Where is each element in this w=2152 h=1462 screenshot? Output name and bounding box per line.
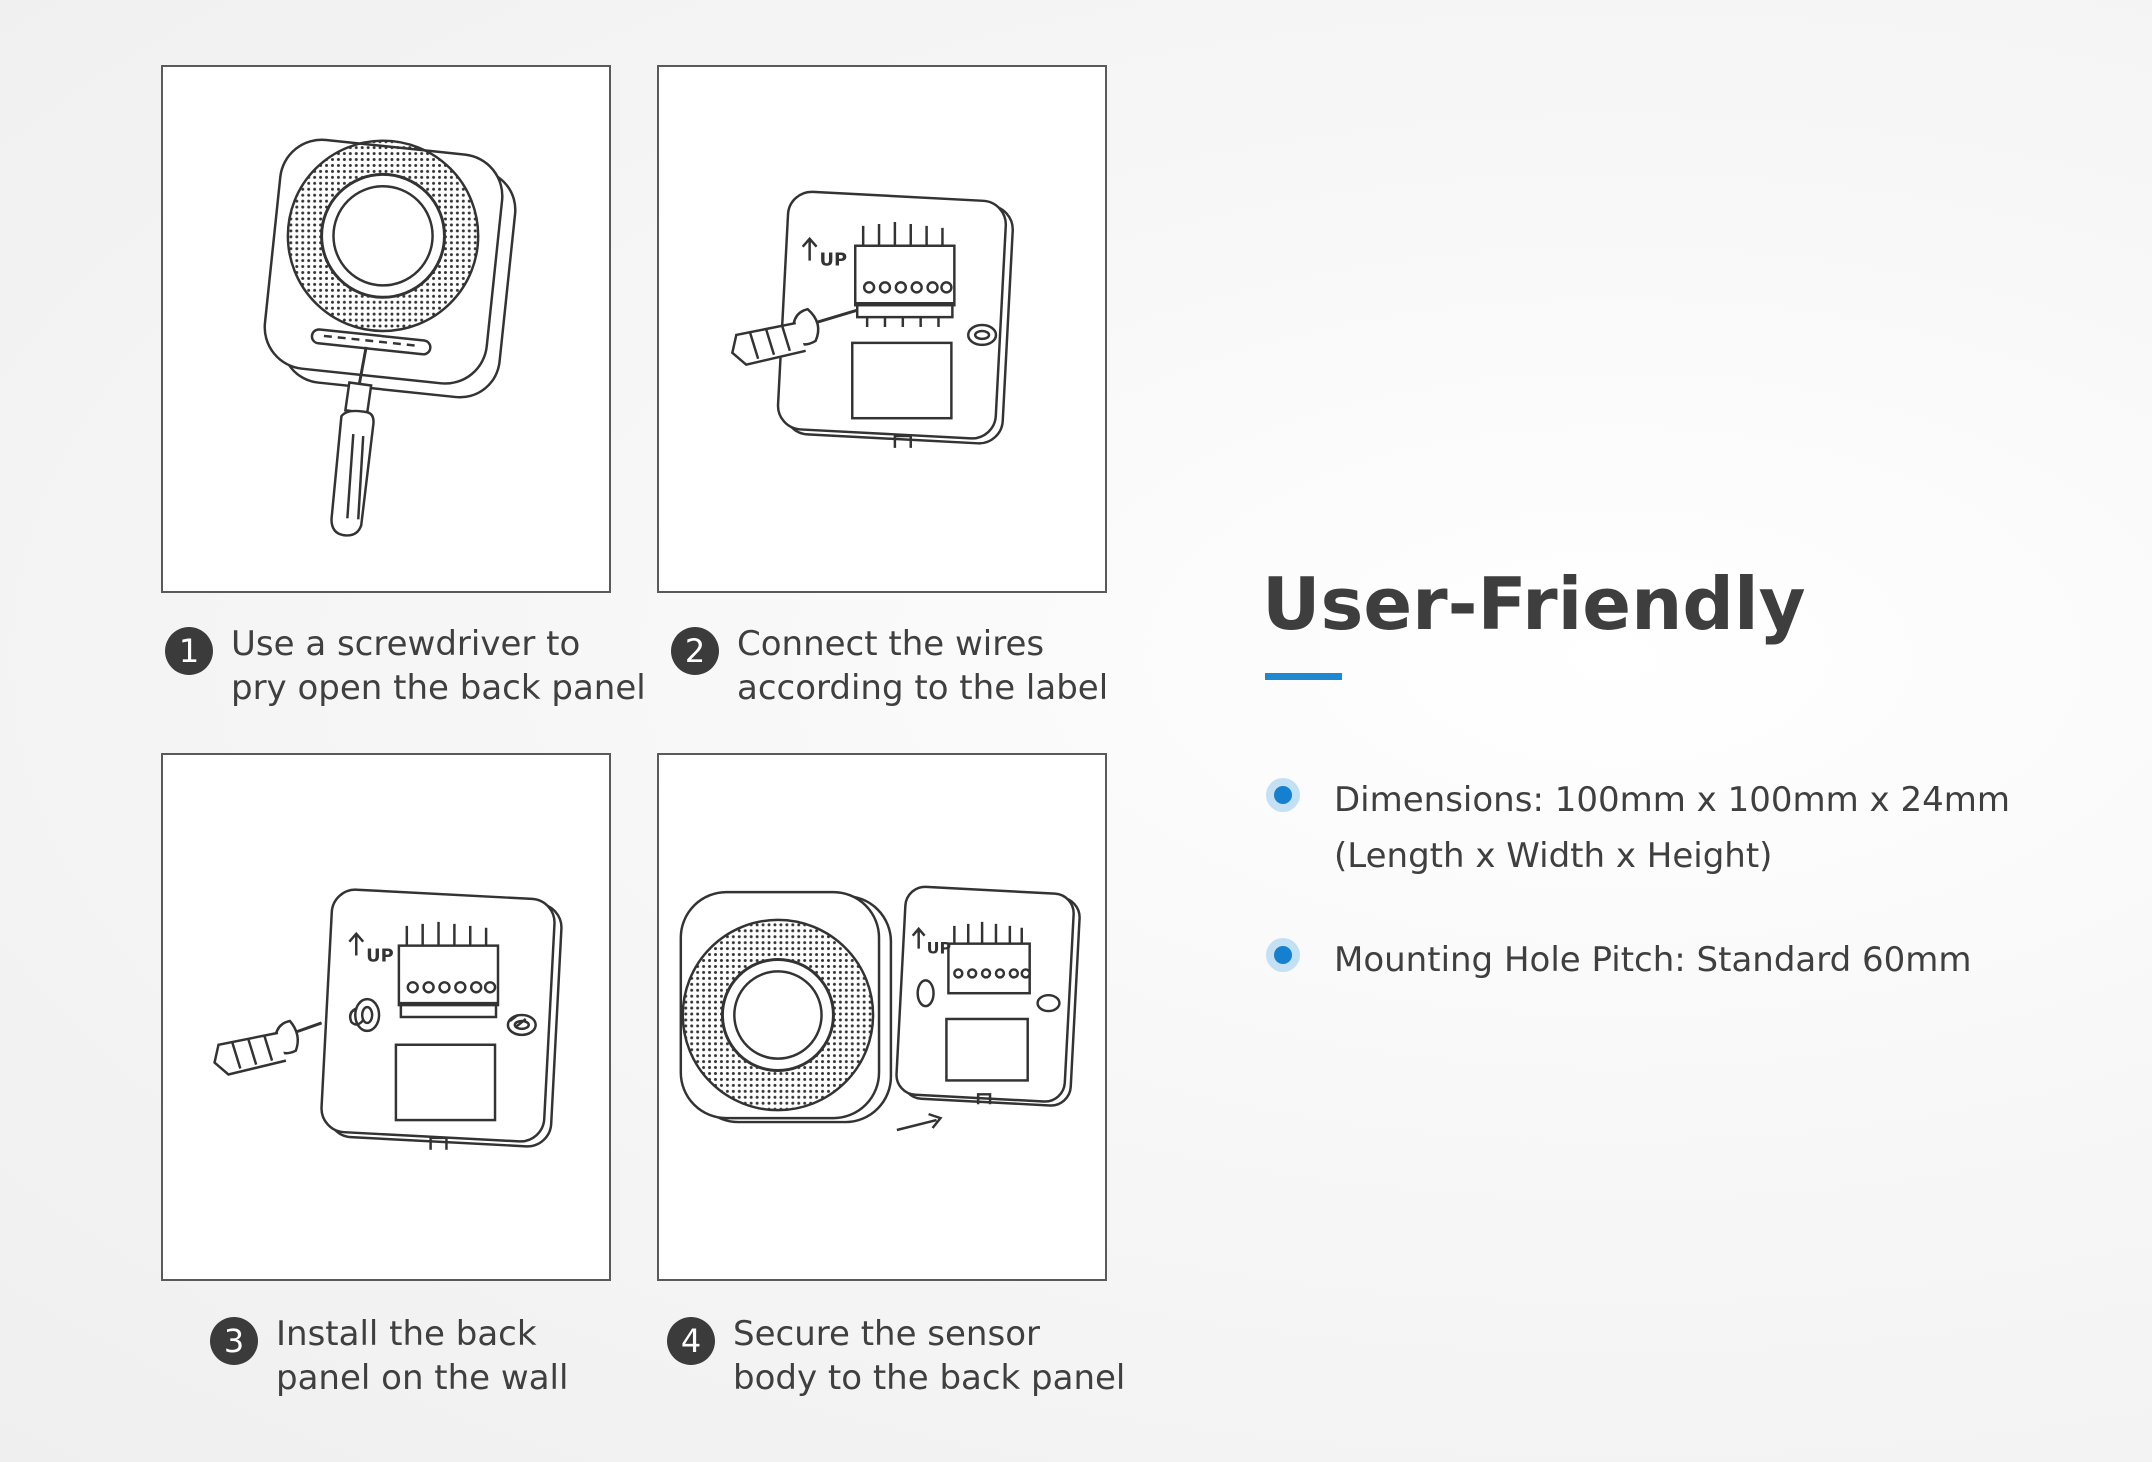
feature-mounting-hole: Mounting Hole Pitch: Standard 60mm <box>1262 932 1972 988</box>
wiring-illustration: UP <box>730 190 1014 448</box>
step-3-line-1: Install the back <box>276 1314 537 1354</box>
feature-dimensions-line-1: Dimensions: 100mm x 100mm x 24mm <box>1334 780 2010 820</box>
step-1-line-1: Use a screwdriver to <box>231 624 581 664</box>
step-1-line-2: pry open the back panel <box>231 668 646 708</box>
attach-sensor-illustration: UP <box>679 885 1081 1132</box>
wall-mount-illustration: UP <box>213 888 563 1150</box>
step-4-line-2: body to the back panel <box>733 1358 1126 1398</box>
step-number-badge: 1 <box>165 627 213 675</box>
up-label: UP <box>927 939 951 958</box>
bullet-dot-icon <box>1274 786 1292 804</box>
up-label: UP <box>820 250 848 271</box>
step-2-line-1: Connect the wires <box>737 624 1045 664</box>
step-3-caption: 3 Install the back panel on the wall <box>210 1312 568 1400</box>
title-accent-bar <box>1265 673 1342 680</box>
step-3-line-2: panel on the wall <box>276 1358 569 1398</box>
feature-dimensions: Dimensions: 100mm x 100mm x 24mm (Length… <box>1262 772 2010 884</box>
step-1-caption: 1 Use a screwdriver to pry open the back… <box>165 622 646 710</box>
step-number-badge: 3 <box>210 1317 258 1365</box>
step-4-line-1: Secure the sensor <box>733 1314 1040 1354</box>
step-4-caption: 4 Secure the sensor body to the back pan… <box>667 1312 1125 1400</box>
up-label: UP <box>366 945 394 966</box>
page-title: User-Friendly <box>1262 562 1806 646</box>
step-number-badge: 2 <box>671 627 719 675</box>
step-4-illustration: UP <box>657 753 1107 1281</box>
feature-dimensions-line-2: (Length x Width x Height) <box>1334 836 1773 876</box>
step-2-illustration: UP <box>657 65 1107 593</box>
feature-mounting-hole-text: Mounting Hole Pitch: Standard 60mm <box>1334 940 1972 980</box>
bullet-dot-icon <box>1274 946 1292 964</box>
step-2-caption: 2 Connect the wires according to the lab… <box>671 622 1108 710</box>
step-1-illustration <box>161 65 611 593</box>
step-2-line-2: according to the label <box>737 668 1109 708</box>
step-3-illustration: UP <box>161 753 611 1281</box>
step-number-badge: 4 <box>667 1317 715 1365</box>
sensor-pry-illustration <box>263 138 517 537</box>
